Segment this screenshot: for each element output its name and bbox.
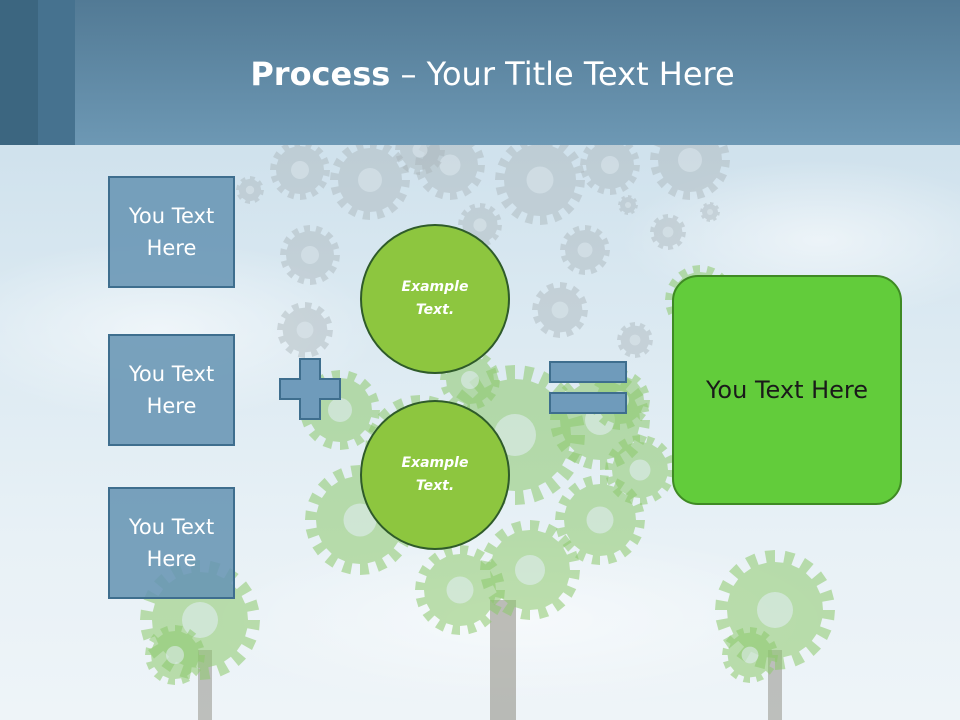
- text-box-1-label: You Text Here: [128, 204, 215, 260]
- title-bold: Process: [250, 55, 391, 93]
- text-box-1[interactable]: You Text Here: [108, 176, 235, 288]
- example-circle-1[interactable]: Example Text.: [360, 224, 510, 374]
- text-box-3[interactable]: You Text Here: [108, 487, 235, 599]
- text-box-2[interactable]: You Text Here: [108, 334, 235, 446]
- header-accent-mid: [38, 0, 75, 145]
- equals-icon: [549, 361, 627, 414]
- result-box-label: You Text Here: [705, 376, 869, 404]
- title-rest: – Your Title Text Here: [390, 55, 735, 93]
- plus-icon: [279, 358, 341, 420]
- example-circle-2[interactable]: Example Text.: [360, 400, 510, 550]
- example-circle-2-label: Example Text.: [401, 455, 469, 494]
- slide-title: Process – Your Title Text Here: [0, 52, 960, 96]
- example-circle-1-label: Example Text.: [401, 279, 469, 318]
- text-box-3-label: You Text Here: [128, 515, 215, 571]
- title-bar: Process – Your Title Text Here: [0, 0, 960, 145]
- header-accent-dark: [0, 0, 38, 145]
- result-box[interactable]: You Text Here: [672, 275, 902, 505]
- text-box-2-label: You Text Here: [128, 362, 215, 418]
